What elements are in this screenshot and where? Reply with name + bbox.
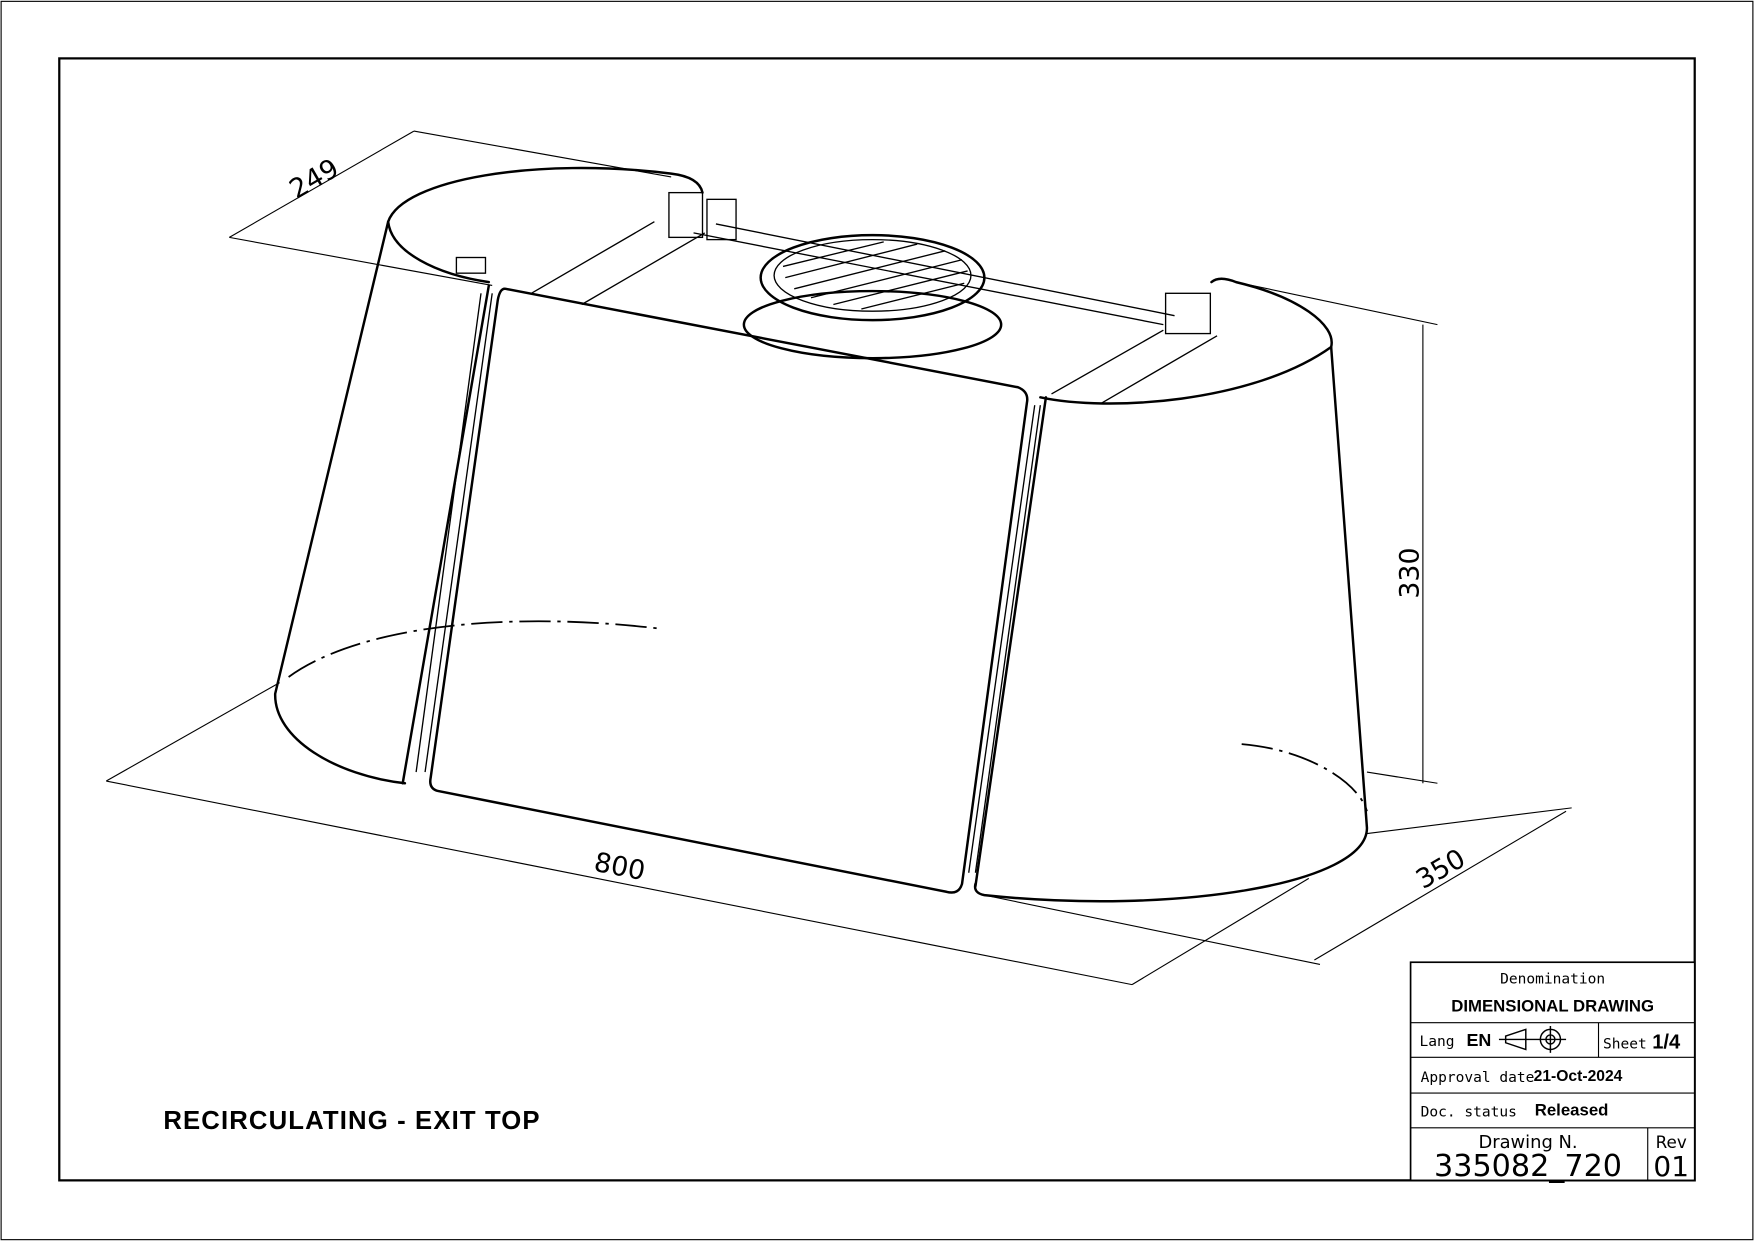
drawing-number-label: Drawing N. [1478, 1132, 1577, 1153]
sheet-value: 1/4 [1652, 1031, 1681, 1053]
denomination-label: Denomination [1500, 971, 1605, 987]
dimension-350: 350 [984, 807, 1572, 966]
dimension-330: 330 [1235, 281, 1438, 784]
lang-value: EN [1467, 1030, 1492, 1050]
denomination-value: DIMENSIONAL DRAWING [1451, 996, 1654, 1015]
approval-date-value: 21-Oct-2024 [1534, 1068, 1623, 1085]
title-block: Denomination DIMENSIONAL DRAWING Lang EN… [1409, 961, 1696, 1184]
dimension-350-text: 350 [1411, 843, 1471, 895]
dimension-800-text: 800 [592, 847, 648, 887]
drawing-number-value: 335082_720 [1434, 1149, 1622, 1184]
drawing-frame [58, 57, 1696, 1182]
dimension-249-text: 249 [284, 153, 344, 205]
drawing-label: RECIRCULATING - EXIT TOP [163, 1107, 540, 1135]
dimension-330-text: 330 [1394, 547, 1425, 598]
rev-value: 01 [1653, 1150, 1689, 1183]
doc-status-value: Released [1535, 1100, 1609, 1119]
hood-drawing: 249 800 330 350 [105, 130, 1572, 986]
sheet-label: Sheet [1603, 1036, 1647, 1052]
doc-status-label: Doc. status [1421, 1105, 1517, 1121]
approval-date-label: Approval date [1421, 1070, 1535, 1086]
lang-label: Lang [1420, 1034, 1455, 1050]
dimension-249: 249 [229, 130, 672, 287]
rev-label: Rev [1656, 1132, 1687, 1152]
projection-symbol-icon [1498, 1026, 1567, 1053]
